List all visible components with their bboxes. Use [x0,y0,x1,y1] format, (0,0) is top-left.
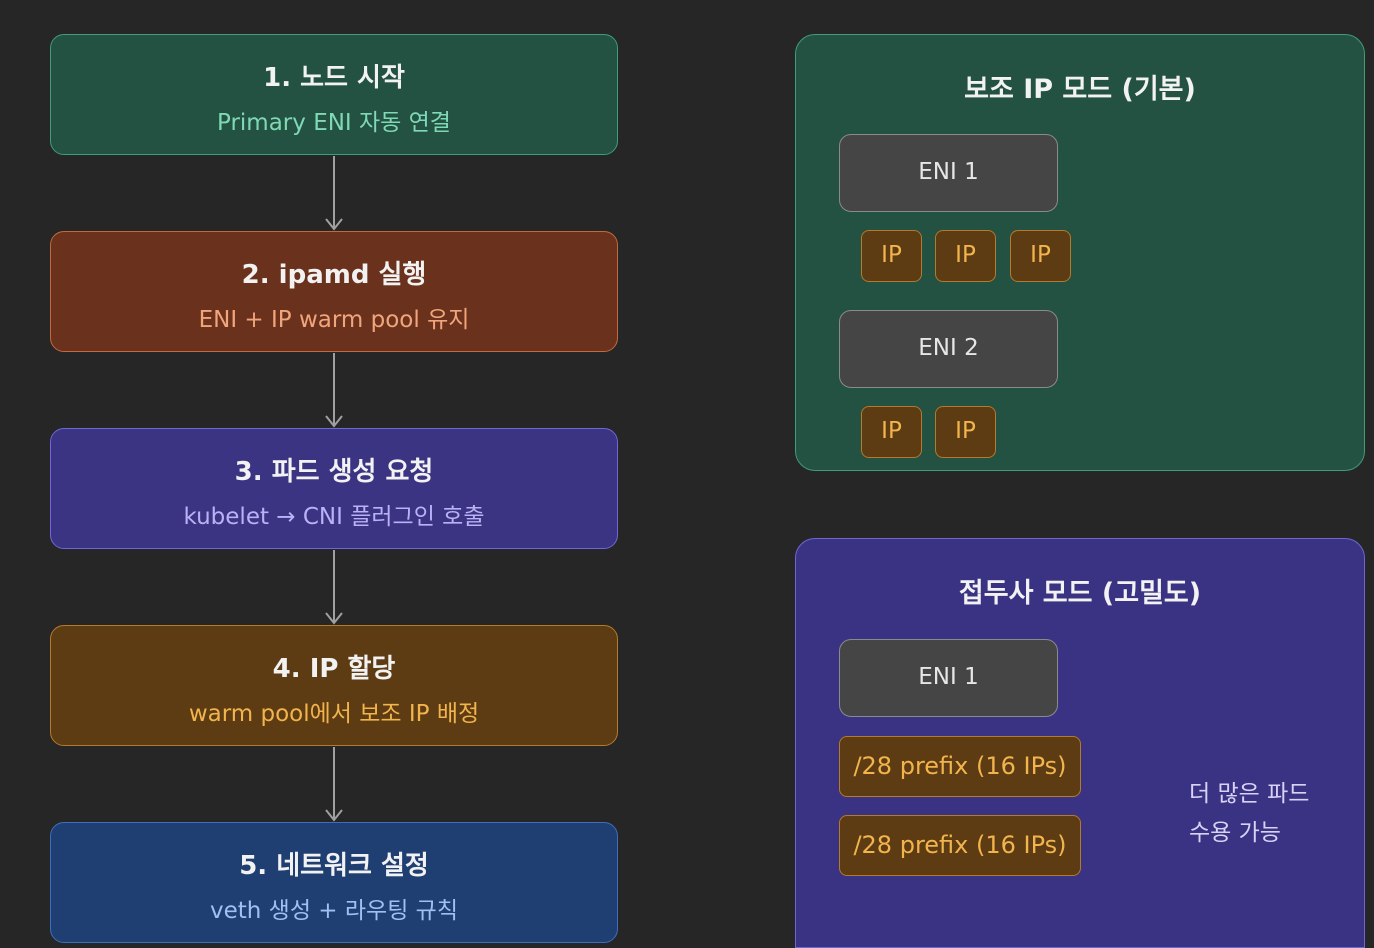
secondary-ip-mode-panel: 보조 IP 모드 (기본) ENI 1 IP IP IP ENI 2 IP IP [795,34,1365,471]
step-ipamd-run: 2. ipamd 실행 ENI + IP warm pool 유지 [50,231,618,352]
arrow-head-2-3 [325,415,343,428]
panel-title: 보조 IP 모드 (기본) [964,74,1196,105]
step-subtitle: Primary ENI 자동 연결 [217,110,451,136]
arrow-head-1-2 [325,218,343,231]
arrow-head-3-4 [325,612,343,625]
ip-chip: IP [861,230,922,282]
panel-title: 접두사 모드 (고밀도) [958,578,1202,609]
step-title: 3. 파드 생성 요청 [234,457,434,487]
prefix-block: /28 prefix (16 IPs) [839,815,1081,876]
prefix-block: /28 prefix (16 IPs) [839,736,1081,797]
step-subtitle: veth 생성 + 라우팅 규칙 [210,898,458,924]
ip-chip: IP [861,406,922,458]
step-pod-create-request: 3. 파드 생성 요청 kubelet → CNI 플러그인 호출 [50,428,618,549]
eni-box: ENI 1 [839,639,1058,717]
step-title: 1. 노드 시작 [263,63,405,93]
step-title: 4. IP 할당 [272,654,396,684]
step-node-start: 1. 노드 시작 Primary ENI 자동 연결 [50,34,618,155]
arrow-head-4-5 [325,809,343,822]
eni-box: ENI 2 [839,310,1058,388]
ip-chip: IP [935,230,996,282]
ip-chip: IP [935,406,996,458]
capacity-note-line: 수용 가능 [1189,820,1281,846]
step-title: 5. 네트워크 설정 [239,851,429,881]
step-ip-allocation: 4. IP 할당 warm pool에서 보조 IP 배정 [50,625,618,746]
step-subtitle: kubelet → CNI 플러그인 호출 [183,504,485,530]
step-subtitle: ENI + IP warm pool 유지 [198,307,470,333]
eni-box: ENI 1 [839,134,1058,212]
step-network-setup: 5. 네트워크 설정 veth 생성 + 라우팅 규칙 [50,822,618,943]
ip-chip: IP [1010,230,1071,282]
capacity-note: 더 많은 파드 수용 가능 [1189,775,1309,853]
step-subtitle: warm pool에서 보조 IP 배정 [188,701,480,727]
step-title: 2. ipamd 실행 [241,260,427,290]
prefix-mode-panel: 접두사 모드 (고밀도) ENI 1 /28 prefix (16 IPs) /… [795,538,1365,948]
capacity-note-line: 더 많은 파드 [1189,781,1310,807]
